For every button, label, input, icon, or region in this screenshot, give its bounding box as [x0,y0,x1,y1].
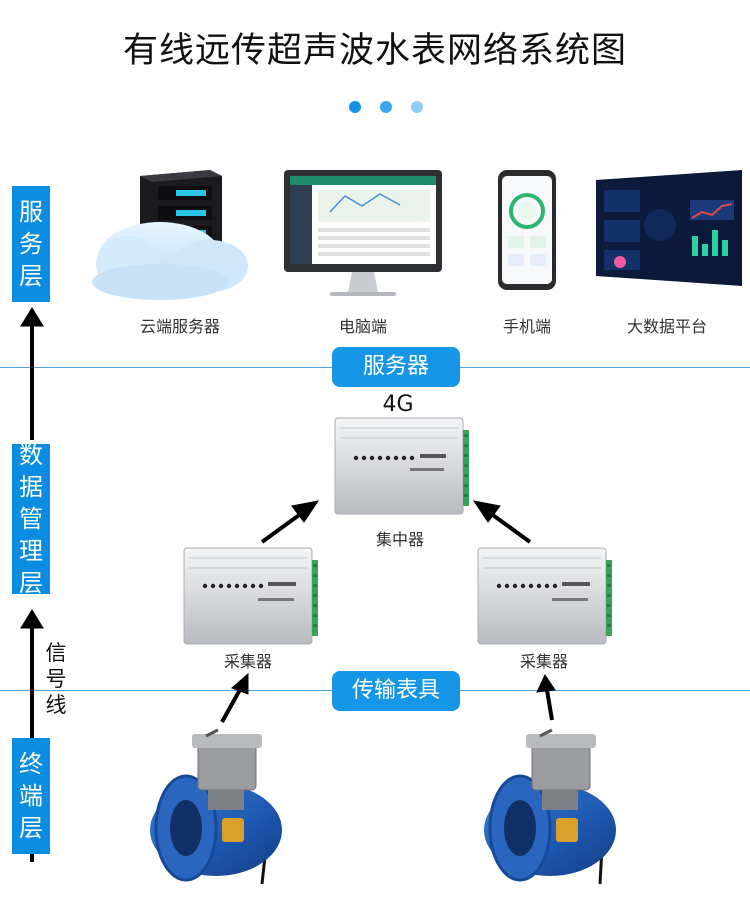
signal-line-char: 线 [45,693,67,717]
indicator-dot-1 [349,101,361,113]
layer-service-char: 层 [19,262,43,290]
cloud-server-icon [92,170,248,300]
layer-service-box: 服 务 层 [12,186,50,302]
big-data-label: 大数据平台 [626,317,707,336]
collector-right-device [477,547,612,645]
indicator-dot-2 [380,101,392,113]
arrow-collector-left-to-concentrator [260,500,320,544]
layer-terminal-char: 端 [19,782,43,810]
diagram-title: 有线远传超声波水表网络系统图 [122,31,627,71]
layer-data-mgmt-box: 数 据 管 理 层 [12,441,50,597]
layer-arrow-upper [20,307,44,440]
cloud-server-label: 云端服务器 [139,317,220,336]
layer-data-mgmt-char: 管 [19,505,43,533]
layer-service-char: 服 [19,198,43,226]
arrow-collector-right-to-concentrator [472,500,532,544]
signal-line-char: 号 [45,667,67,691]
arrow-meter-right-to-collector [536,673,556,721]
phone-label: 手机端 [502,317,551,336]
layer-data-mgmt-char: 理 [19,537,43,565]
water-meter-right [484,728,616,885]
concentrator-label: 集中器 [375,530,424,549]
layer-service-char: 务 [19,230,43,258]
water-meter-left [150,728,282,885]
concentrator-device [334,417,469,515]
collector-right-label: 采集器 [519,652,568,671]
layer-data-mgmt-char: 数 [19,441,43,469]
layer-terminal-char: 终 [19,750,43,778]
layer-data-mgmt-char: 据 [19,473,43,501]
transmission-pill: 传输表具 [332,671,460,711]
indicator-dot-3 [411,101,423,113]
network-4g-label: 4G [382,392,414,417]
layer-terminal-char: 层 [19,814,43,842]
collector-left-device [183,547,318,645]
big-data-screen-icon [596,170,742,286]
server-pill: 服务器 [332,347,460,387]
layer-terminal-box: 终 端 层 [12,738,50,854]
collector-left-label: 采集器 [223,652,272,671]
pc-monitor-icon [284,170,442,296]
pc-label: 电脑端 [338,317,387,336]
layer-data-mgmt-char: 层 [19,569,43,597]
phone-icon [498,170,556,290]
signal-line-label: 信 号 线 [42,640,70,718]
signal-line-char: 信 [45,641,67,665]
arrow-meter-left-to-collector [220,672,249,723]
